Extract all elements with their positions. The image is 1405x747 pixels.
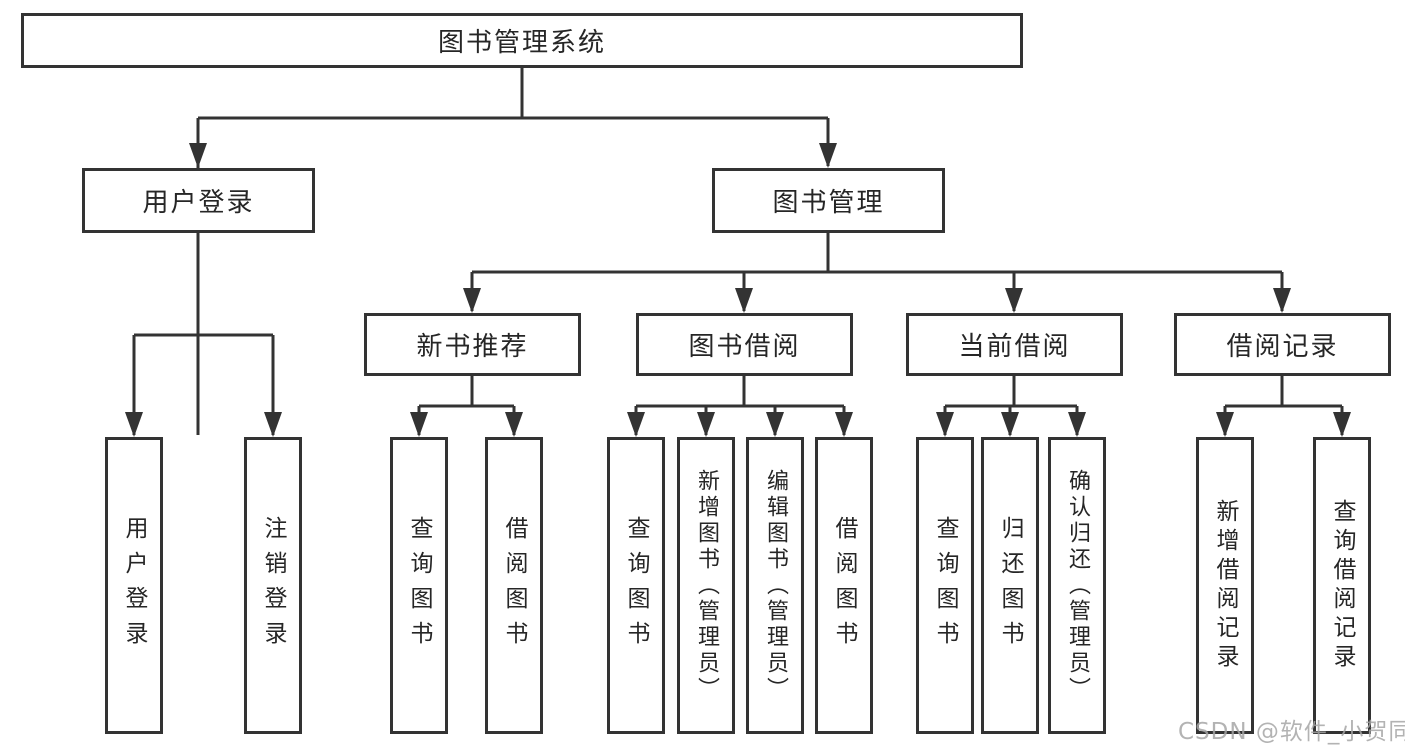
- node-leaf-add-book-admin: 新增图书（管理员）: [677, 437, 735, 734]
- node-leaf-borrow-book-1: 借阅图书: [485, 437, 543, 734]
- connector-segments: [132, 68, 1344, 435]
- connector-book-borrow: [634, 376, 846, 435]
- node-leaf-query-borrow-record: 查询借阅记录: [1313, 437, 1371, 734]
- node-user-login: 用户登录: [82, 168, 315, 233]
- node-new-book-recommend: 新书推荐: [364, 313, 581, 376]
- connector-root: [196, 68, 830, 435]
- node-leaf-confirm-return-admin: 确认归还（管理员）: [1048, 437, 1106, 734]
- node-borrow-records: 借阅记录: [1174, 313, 1391, 376]
- node-leaf-borrow-book-2: 借阅图书: [815, 437, 873, 734]
- csdn-watermark: CSDN @软件_小贺同学: [1178, 719, 1405, 745]
- node-leaf-edit-book-admin: 编辑图书（管理员）: [746, 437, 804, 734]
- node-leaf-return-book: 归还图书: [981, 437, 1039, 734]
- connector-borrow-record: [1223, 376, 1344, 435]
- node-book-management: 图书管理: [712, 168, 945, 233]
- connector-new-book: [417, 376, 516, 435]
- node-leaf-query-book-1: 查询图书: [390, 437, 448, 734]
- node-leaf-user-login: 用户登录: [105, 437, 163, 734]
- arrowheads: [125, 143, 1351, 437]
- node-leaf-query-book-3: 查询图书: [916, 437, 974, 734]
- node-leaf-add-borrow-record: 新增借阅记录: [1196, 437, 1254, 734]
- node-leaf-logout: 注销登录: [244, 437, 302, 734]
- node-book-borrow: 图书借阅: [636, 313, 853, 376]
- node-root-system: 图书管理系统: [21, 13, 1023, 68]
- connector-user-login: [132, 233, 275, 435]
- node-leaf-query-book-2: 查询图书: [607, 437, 665, 734]
- node-current-borrow: 当前借阅: [906, 313, 1123, 376]
- connector-book-mgmt: [470, 233, 1284, 311]
